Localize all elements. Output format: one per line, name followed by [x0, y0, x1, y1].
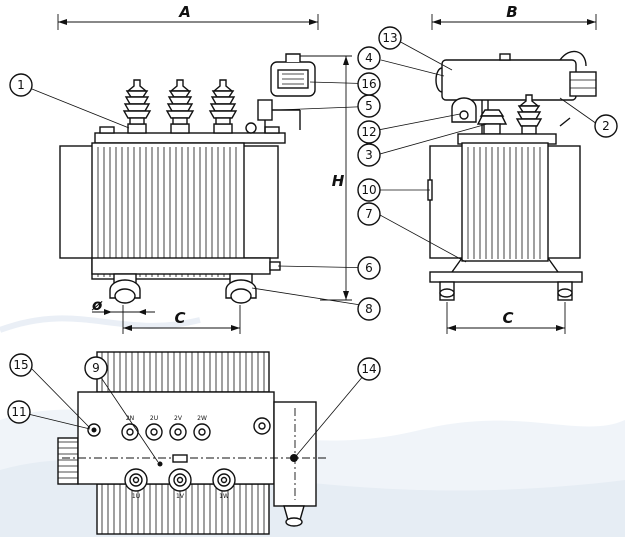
lifting-lug	[99, 126, 115, 134]
dimension-c-front: C	[122, 305, 241, 334]
front-view: A H	[57, 3, 352, 334]
buchholz-box	[270, 53, 316, 97]
svg-text:4: 4	[365, 51, 373, 65]
lv-terminal: 2V	[169, 415, 187, 441]
diameter-label: ø	[91, 296, 103, 314]
callout-1: 1	[9, 73, 33, 97]
conservator-tank	[441, 59, 577, 101]
hv-terminals: 1U 1V 1W	[124, 468, 236, 500]
dimension-a-label: A	[178, 3, 191, 21]
top-radiator-upper	[96, 351, 270, 393]
side-radiator-fins	[467, 147, 541, 259]
tank-base	[91, 257, 271, 275]
side-bushing	[515, 94, 543, 135]
wheel-left	[109, 273, 141, 304]
dimension-c-side: C	[446, 302, 566, 334]
svg-text:2U: 2U	[150, 415, 158, 422]
dimension-h: H	[300, 55, 352, 301]
radiator-fins	[97, 147, 237, 277]
leader-lines	[27, 39, 598, 463]
svg-text:5: 5	[365, 99, 373, 113]
side-wheel-left	[439, 281, 455, 301]
callout-10: 10	[357, 178, 381, 202]
dimension-b: B	[431, 3, 597, 30]
top-radiator-fins	[101, 352, 265, 534]
radiator-block	[91, 142, 245, 280]
callout-11: 11	[7, 400, 31, 424]
svg-text:1: 1	[17, 78, 25, 92]
svg-text:9: 9	[92, 361, 100, 375]
callout-13: 13	[378, 26, 402, 50]
lv-terminals: 2N 2U 2V 2W	[121, 415, 211, 441]
callout-8: 8	[357, 297, 381, 321]
callout-2: 2	[594, 114, 618, 138]
thermometer	[245, 99, 301, 134]
wheel-diameter: ø	[91, 296, 155, 315]
callout-6: 6	[357, 256, 381, 280]
hv-terminal: 1U	[124, 468, 148, 500]
breather	[559, 50, 597, 97]
svg-text:6: 6	[365, 261, 373, 275]
callout-12: 12	[357, 120, 381, 144]
svg-text:1W: 1W	[219, 493, 229, 500]
lv-terminal: 2N	[121, 415, 139, 441]
callout-9: 9	[84, 356, 108, 380]
dimension-c-front-label: C	[174, 309, 185, 327]
svg-text:16: 16	[361, 77, 376, 91]
svg-text:13: 13	[382, 31, 397, 45]
side-wheel-right	[557, 281, 573, 301]
svg-text:1U: 1U	[132, 493, 140, 500]
svg-text:15: 15	[13, 358, 28, 372]
callout-5: 5	[357, 94, 381, 118]
svg-text:7: 7	[365, 207, 373, 221]
svg-text:11: 11	[11, 405, 26, 419]
side-bushing-small	[476, 109, 508, 135]
hv-bushings	[122, 79, 237, 134]
earth-point	[157, 461, 163, 467]
top-view: 2N 2U 2V 2W 1U 1V	[57, 351, 326, 535]
top-radiator-lower	[96, 483, 270, 535]
hv-terminal: 1V	[168, 468, 192, 500]
callouts: 1 2 3 4 5 6 7 8 9 10 11 12 13 14 15 16	[7, 26, 618, 424]
callout-15: 15	[9, 353, 33, 377]
callout-4: 4	[357, 46, 381, 70]
svg-text:2V: 2V	[174, 415, 183, 422]
svg-text:8: 8	[365, 302, 373, 316]
svg-text:3: 3	[365, 148, 373, 162]
side-base	[429, 271, 583, 283]
top-breather	[283, 505, 305, 527]
svg-text:2N: 2N	[126, 415, 134, 422]
lv-terminal: 2U	[145, 415, 163, 441]
svg-text:10: 10	[361, 183, 376, 197]
svg-text:12: 12	[361, 125, 376, 139]
top-relay	[253, 417, 271, 435]
svg-text:1V: 1V	[176, 493, 185, 500]
dimension-c-side-label: C	[502, 309, 513, 327]
callout-7: 7	[357, 202, 381, 226]
dimension-a: A	[57, 3, 319, 30]
lv-terminal: 2W	[193, 415, 211, 441]
wheel-right	[225, 273, 257, 304]
hv-terminal: 1W	[212, 468, 236, 500]
dimension-b-label: B	[506, 3, 517, 21]
dimension-h-label: H	[332, 172, 345, 190]
svg-text:2W: 2W	[197, 415, 207, 422]
callout-16: 16	[357, 72, 381, 96]
lifting-lug	[264, 126, 280, 134]
svg-text:2: 2	[602, 119, 610, 133]
relay	[451, 97, 477, 123]
top-side-radiator	[57, 437, 79, 485]
tank-cover	[94, 132, 286, 144]
side-view: B	[427, 3, 597, 334]
callout-3: 3	[357, 143, 381, 167]
callout-14: 14	[357, 357, 381, 381]
side-radiator	[461, 142, 549, 262]
svg-text:14: 14	[361, 362, 376, 376]
